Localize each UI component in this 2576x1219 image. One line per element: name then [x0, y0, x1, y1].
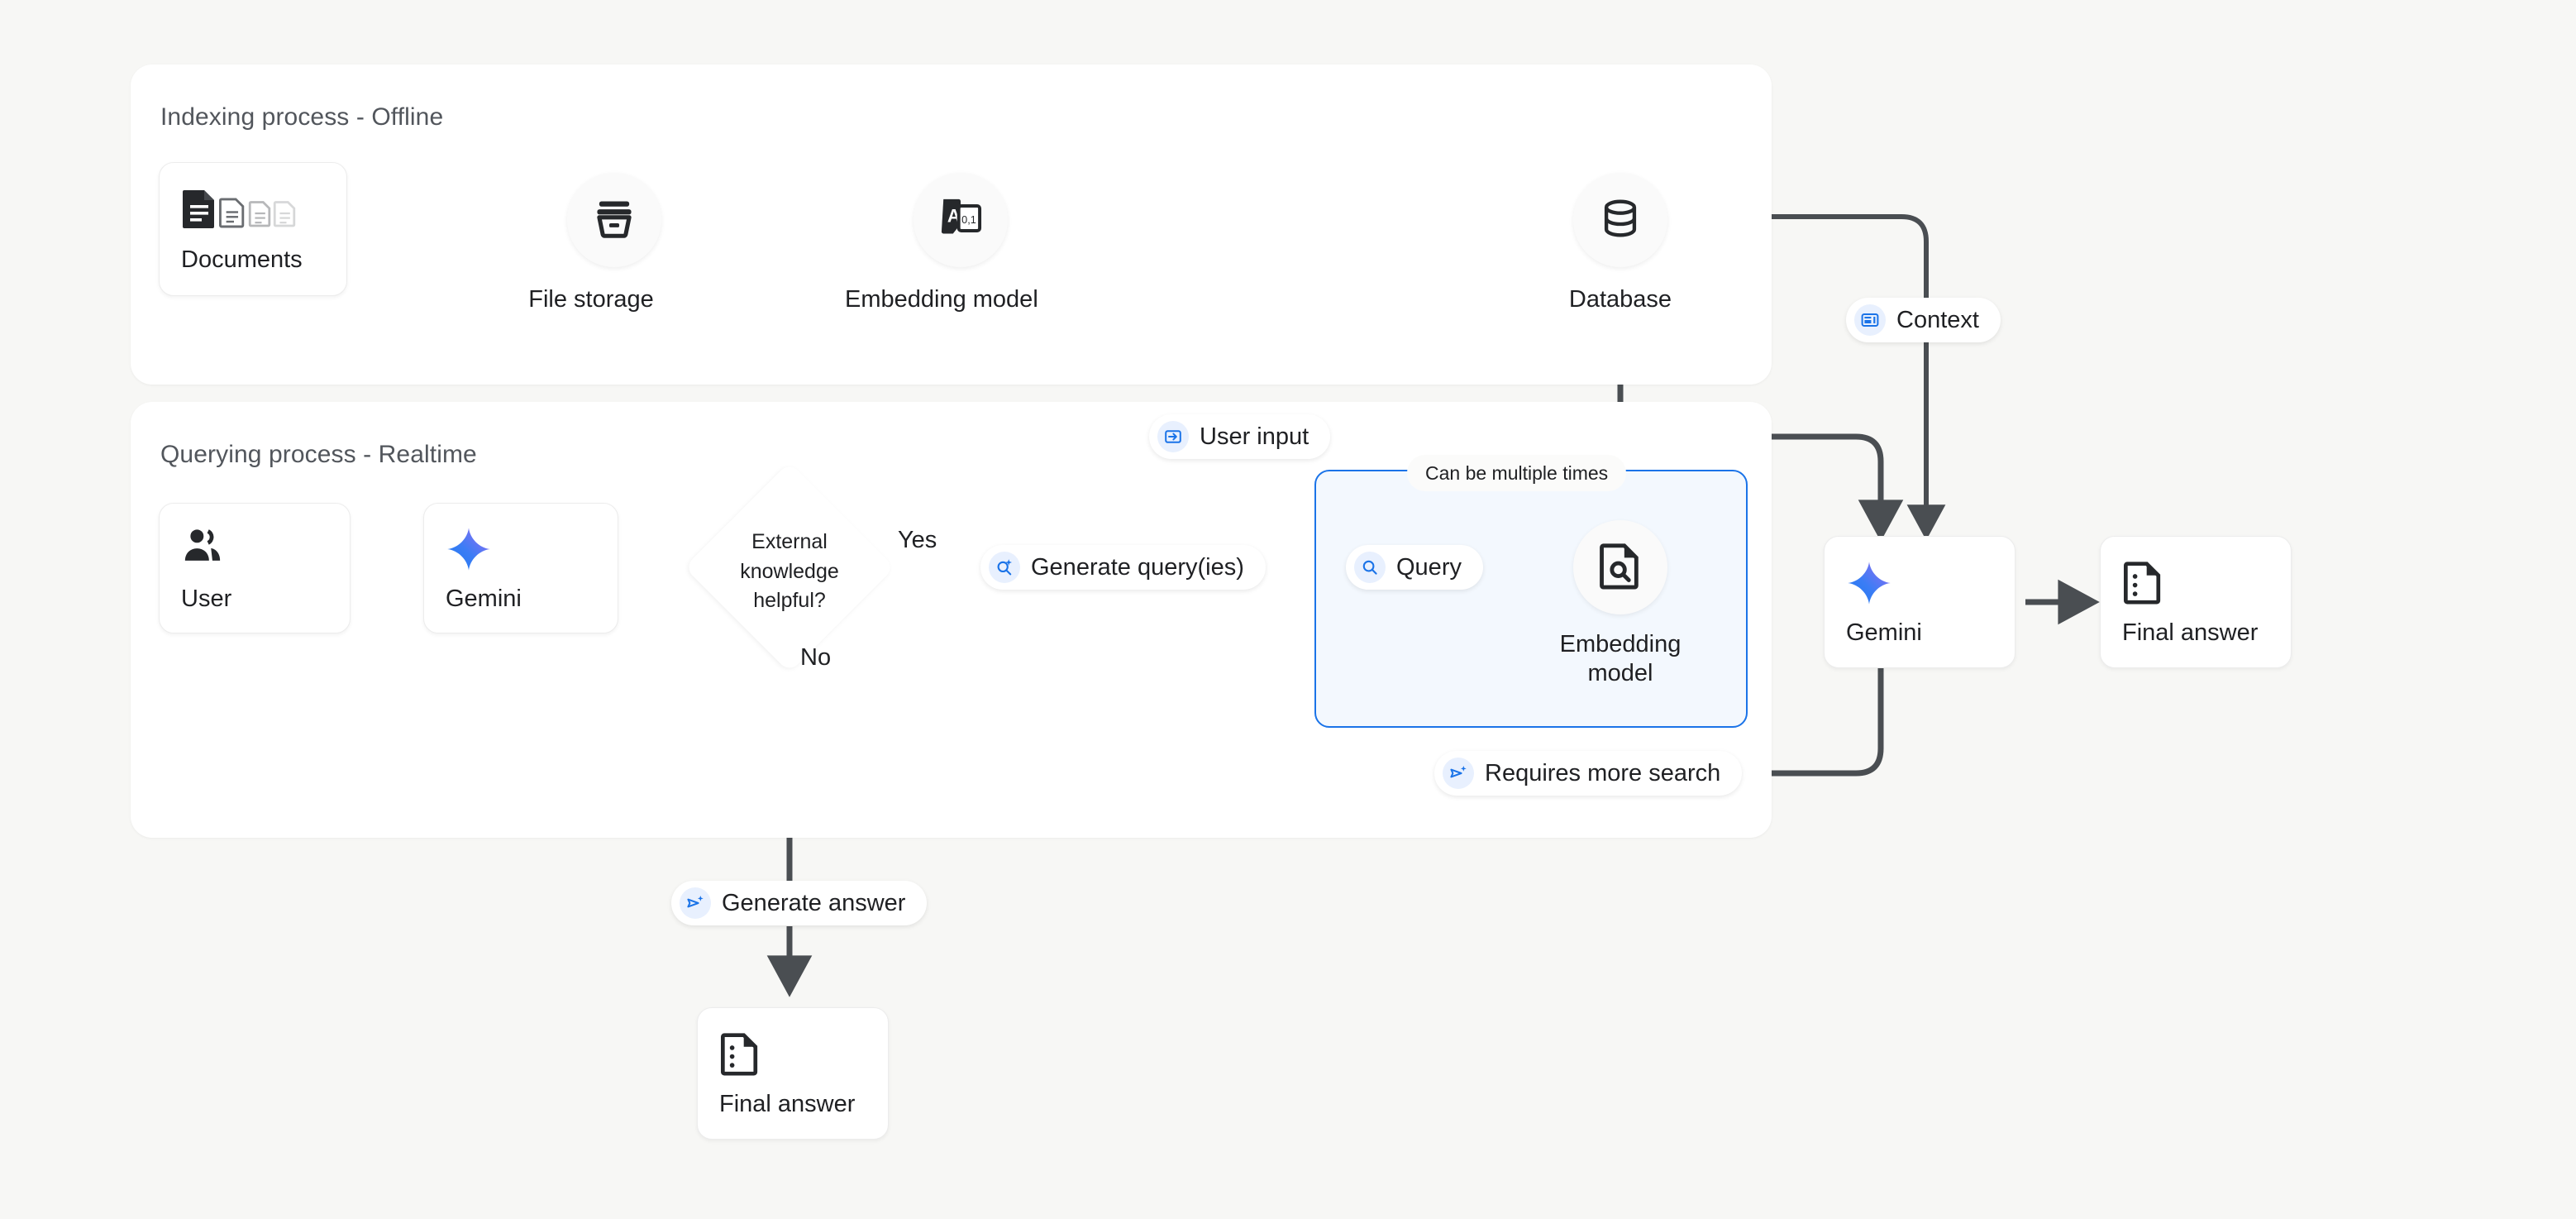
chip-generate-answer-label: Generate answer: [722, 889, 906, 916]
chip-requires-more-search-label: Requires more search: [1485, 759, 1721, 786]
node-embedding-model-label: Embedding model: [845, 286, 1038, 313]
node-gemini-1[interactable]: Gemini: [423, 503, 618, 633]
node-final-answer-bottom-label: Final answer: [719, 1091, 856, 1118]
svg-text:0,1: 0,1: [961, 213, 976, 225]
context-panel-icon: [1854, 304, 1886, 336]
answer-doc-icon: [2122, 560, 2269, 608]
edge-label-yes: Yes: [898, 527, 937, 553]
node-documents-label: Documents: [181, 246, 303, 274]
chip-user-input-label: User input: [1200, 423, 1309, 450]
chip-generate-queries[interactable]: Generate query(ies): [980, 545, 1266, 590]
node-user-label: User: [181, 586, 232, 613]
node-documents[interactable]: Documents: [159, 162, 347, 296]
node-decision-label: External knowledge helpful?: [723, 528, 856, 616]
gemini-spark-icon: [446, 526, 596, 574]
documents-icon: [181, 187, 325, 235]
chip-context[interactable]: Context: [1846, 298, 2001, 342]
node-database[interactable]: [1573, 173, 1667, 267]
database-icon: [1596, 194, 1644, 246]
node-embedding-model-2-label: Embedding model: [1554, 630, 1686, 689]
chip-context-label: Context: [1896, 306, 1979, 333]
chip-user-input[interactable]: User input: [1149, 414, 1331, 459]
node-file-storage[interactable]: [567, 173, 661, 267]
decision-line-3: helpful?: [753, 589, 826, 612]
node-gemini-1-label: Gemini: [446, 586, 522, 613]
decision-line-2: knowledge: [740, 559, 839, 583]
node-file-storage-label: File storage: [528, 286, 654, 313]
node-gemini-2[interactable]: Gemini: [1824, 536, 2015, 668]
panel-indexing-title: Indexing process - Offline: [160, 103, 444, 131]
people-icon: [181, 526, 328, 574]
chip-can-be-multiple-times: Can be multiple times: [1407, 455, 1627, 491]
gemini-spark-icon: [1846, 560, 1993, 608]
node-final-answer-bottom[interactable]: Final answer: [697, 1007, 889, 1140]
archive-box-icon: [590, 194, 638, 246]
document-search-icon: [1598, 542, 1643, 594]
panel-querying-title: Querying process - Realtime: [160, 441, 477, 468]
node-gemini-2-label: Gemini: [1846, 619, 1922, 647]
chip-generate-queries-label: Generate query(ies): [1031, 553, 1244, 581]
chip-query[interactable]: Query: [1346, 545, 1483, 590]
node-user[interactable]: User: [159, 503, 351, 633]
embedding-model-2-line-1: Embedding: [1559, 631, 1682, 657]
node-final-answer-right-label: Final answer: [2122, 619, 2259, 647]
chip-can-be-multiple-times-label: Can be multiple times: [1425, 461, 1609, 484]
node-database-label: Database: [1568, 286, 1672, 313]
input-arrow-icon: [1157, 421, 1189, 452]
send-spark-icon: [1443, 758, 1474, 789]
node-embedding-model[interactable]: A 0,1: [914, 173, 1008, 267]
send-spark-icon: [680, 887, 711, 919]
answer-doc-icon: [719, 1031, 866, 1079]
loop-box-retrieval: [1314, 470, 1748, 728]
decision-line-1: External: [751, 530, 828, 553]
search-spark-icon: [989, 552, 1020, 583]
node-embedding-model-2[interactable]: [1573, 520, 1667, 614]
search-icon: [1354, 552, 1386, 583]
edge-label-no: No: [800, 644, 832, 671]
text-to-vector-icon: A 0,1: [936, 194, 985, 246]
chip-generate-answer[interactable]: Generate answer: [671, 881, 928, 925]
chip-requires-more-search[interactable]: Requires more search: [1434, 751, 1743, 796]
chip-query-label: Query: [1396, 553, 1462, 581]
node-final-answer-right[interactable]: Final answer: [2100, 536, 2292, 668]
embedding-model-2-line-2: model: [1587, 660, 1653, 687]
